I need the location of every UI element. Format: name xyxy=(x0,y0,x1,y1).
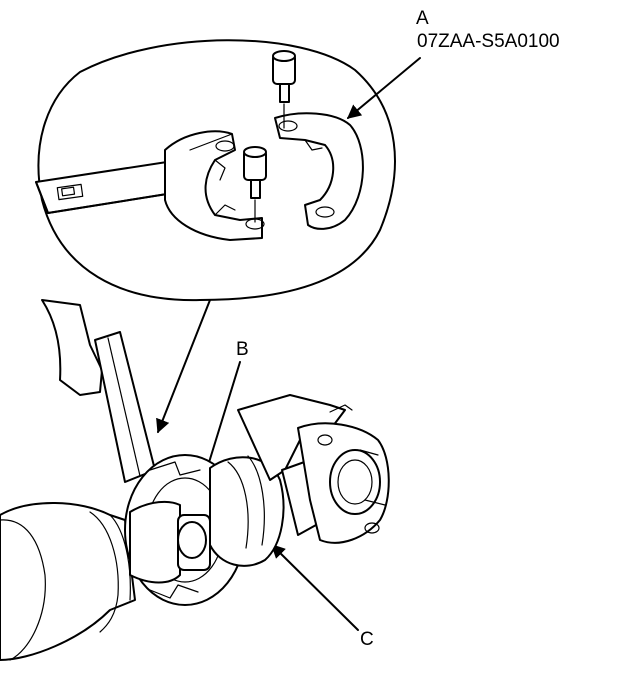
leader-inset xyxy=(156,299,211,434)
drive-shaft-boot xyxy=(0,502,136,661)
pin-lower xyxy=(243,146,267,223)
callout-a-part-number: 07ZAA-S5A0100 xyxy=(417,31,560,52)
flange-c xyxy=(237,394,390,544)
wrench-in-use xyxy=(41,299,156,483)
pin-upper xyxy=(272,50,296,129)
callout-a-letter: A xyxy=(416,8,429,29)
spanner-right-half xyxy=(274,112,364,230)
joint-body xyxy=(129,455,285,584)
callout-c-letter: C xyxy=(360,629,374,650)
spanner-left-half xyxy=(164,130,265,241)
callout-b-letter: B xyxy=(236,339,249,360)
detail-inset xyxy=(35,39,396,302)
leader-a xyxy=(346,57,421,119)
leader-c xyxy=(271,544,359,631)
